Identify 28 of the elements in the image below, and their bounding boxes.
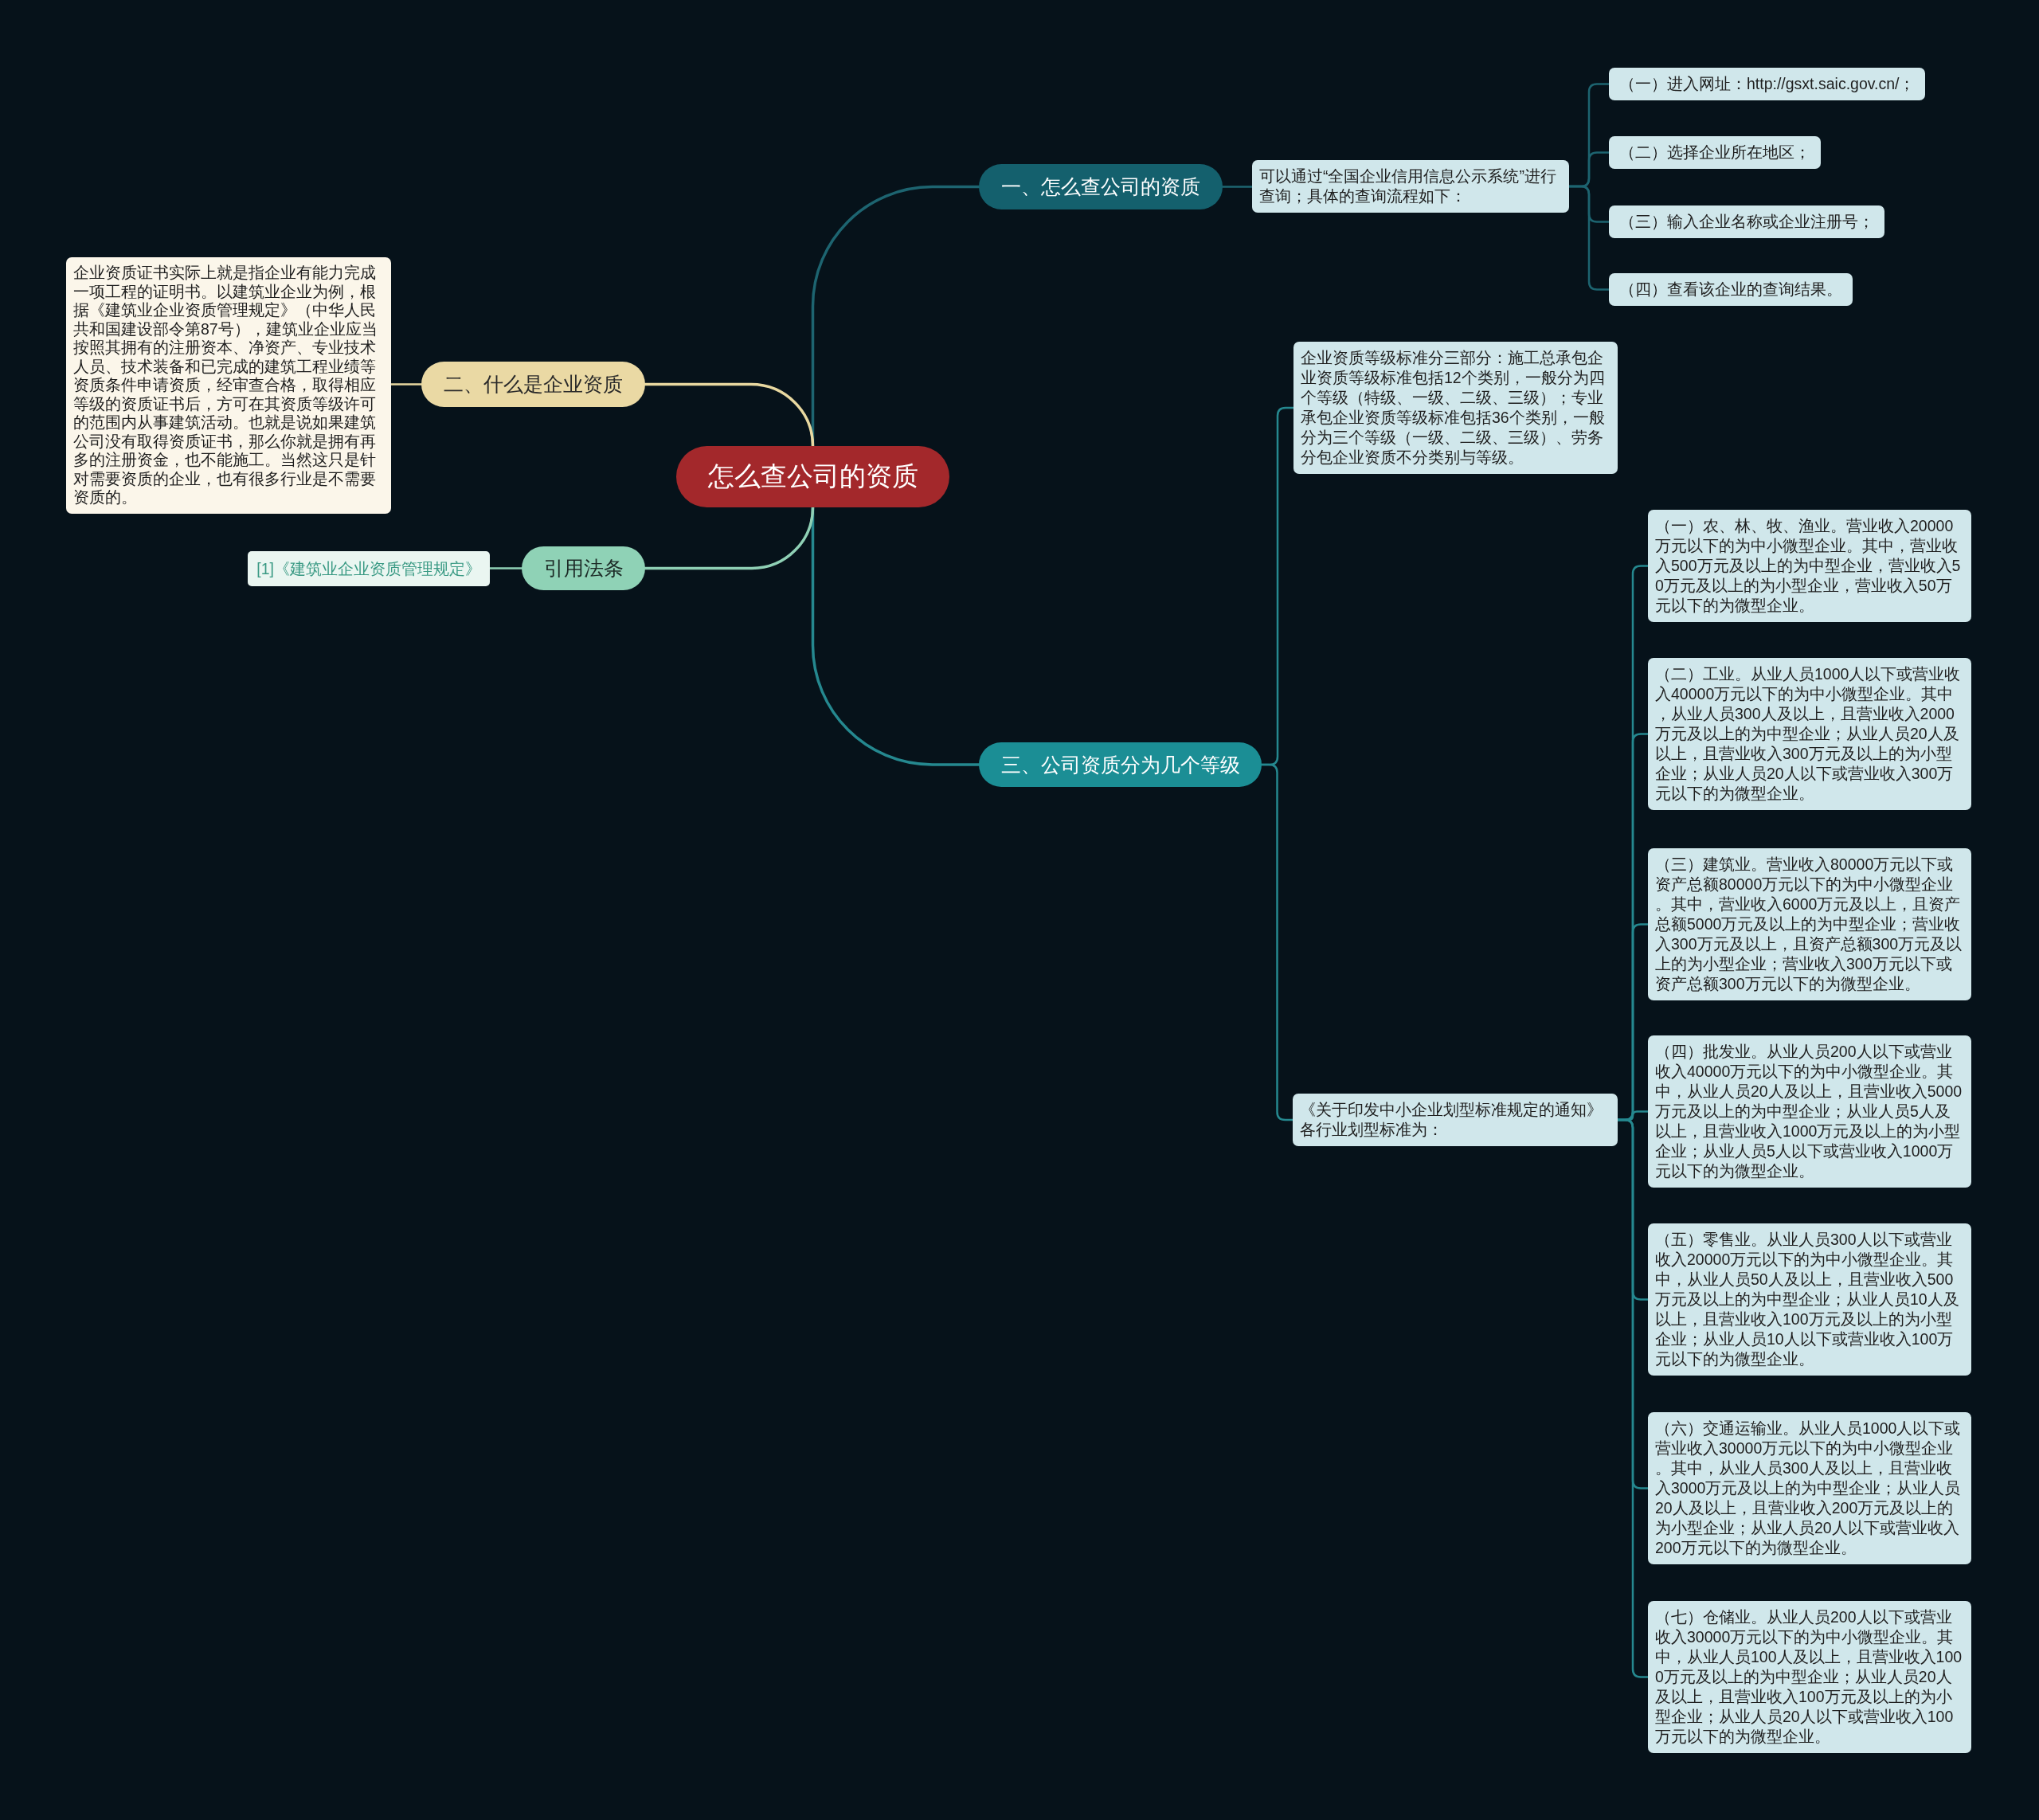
connector-line xyxy=(389,383,423,386)
reference-tag: [1]《建筑业企业资质管理规定》 xyxy=(248,551,490,586)
connector-line xyxy=(488,567,523,569)
note-card: 《关于印发中小企业划型标准规定的通知》各行业划型标准为： xyxy=(1293,1094,1618,1146)
note-card: （三）建筑业。营业收入80000万元以下或资产总额80000万元以下的为中小微型企业。其中，营业收入6000万元及以上，且资产总额5000万元及以上的为中型企业；营业收入300万元及以上，且资产总额300万元及以上的为小型企业；营业收入300万元以下或资产总额300万元以下的为微型企业。 xyxy=(1648,848,1971,1000)
note-card: 企业资质证书实际上就是指企业有能力完成一项工程的证明书。以建筑业企业为例，根据《建筑业企业资质管理规定》（中华人民共和国建设部令第87号），建筑业企业应当按照其拥有的注册资本、净资产、专业技术人员、技术装备和已完成的建筑工程业绩等资质条件申请资质，经审查合格，取得相应等级的资质证书后，方可在其资质等级许可的范围内从事建筑活动。也就是说如果建筑公司没有取得资质证书，那么你就是拥有再多的注册资金，也不能施工。当然这只是针对需要资质的企业，也有很多行业是不需要资质的。 xyxy=(66,257,391,514)
step-card: （一）进入网址：http://gsxt.saic.gov.cn/； xyxy=(1609,68,1926,100)
step-card: （二）选择企业所在地区； xyxy=(1609,136,1821,169)
note-card: （五）零售业。从业人员300人以下或营业收入20000万元以下的为中小微型企业。其中，从业人员50人及以上，且营业收入500万元及以上的为中型企业；从业人员10人及以上，且营业收入100万元及以上的为小型企业；从业人员10人以下或营业收入100万元以下的为微型企业。 xyxy=(1648,1223,1971,1376)
connector-line xyxy=(1260,763,1294,1121)
step-card: （三）输入企业名称或企业注册号； xyxy=(1609,205,1884,238)
note-card: （四）批发业。从业人员200人以下或营业收入40000万元以下的为中小微型企业。其中，从业人员20人及以上，且营业收入5000万元及以上的为中型企业；从业人员5人及以上，且营业收入1000万元及以上的为小型企业；从业人员5人以下或营业收入1000万元以下的为微型企业。 xyxy=(1648,1035,1971,1188)
connector-line xyxy=(1567,185,1610,291)
note-card: （六）交通运输业。从业人员1000人以下或营业收入30000万元以下的为中小微型企业。其中，从业人员300人及以上，且营业收入3000万元及以上的为中型企业；从业人员20人及以上，且营业收入200万元及以上的为小型企业；从业人员20人以下或营业收入200万元以下的为微型企业。 xyxy=(1648,1412,1971,1564)
connector-line xyxy=(644,382,815,448)
note-card: 可以通过“全国企业信用信息公示系统”进行查询；具体的查询流程如下： xyxy=(1252,160,1569,213)
branch-topic: 一、怎么查公司的资质 xyxy=(979,164,1223,209)
central-topic: 怎么查公司的资质 xyxy=(676,446,949,507)
branch-topic: 引用法条 xyxy=(522,546,645,590)
note-card: （一）农、林、牧、渔业。营业收入20000万元以下的为中小微型企业。其中，营业收入500万元及以上的为中型企业，营业收入50万元及以上的为小型企业，营业收入50万元以下的为微型企业。 xyxy=(1648,510,1971,622)
branch-topic: 二、什么是企业资质 xyxy=(421,362,645,407)
connector-line xyxy=(644,506,815,570)
branch-topic: 三、公司资质分为几个等级 xyxy=(979,742,1262,787)
note-card: （七）仓储业。从业人员200人以下或营业收入30000万元以下的为中小微型企业。其中，从业人员100人及以上，且营业收入1000万元及以上的为中型企业；从业人员20人及以上，且营业收入100万元及以上的为小型企业；从业人员20人以下或营业收入100万元以下的为微型企业。 xyxy=(1648,1601,1971,1753)
connector-line xyxy=(1221,186,1254,188)
note-card: 企业资质等级标准分三部分：施工总承包企业资质等级标准包括12个类别，一般分为四个等级（特级、一级、二级、三级）；专业承包企业资质等级标准包括36个类别，一般分为三个等级（一级、二级、三级）、劳务分包企业资质不分类别与等级。 xyxy=(1293,342,1618,474)
note-card: （二）工业。从业人员1000人以下或营业收入40000万元以下的为中小微型企业。其中，从业人员300人及以上，且营业收入2000万元及以上的为中型企业；从业人员20人及以上，且营业收入300万元及以上的为小型企业；从业人员20人以下或营业收入300万元以下的为微型企业。 xyxy=(1648,658,1971,810)
step-card: （四）查看该企业的查询结果。 xyxy=(1609,273,1853,306)
